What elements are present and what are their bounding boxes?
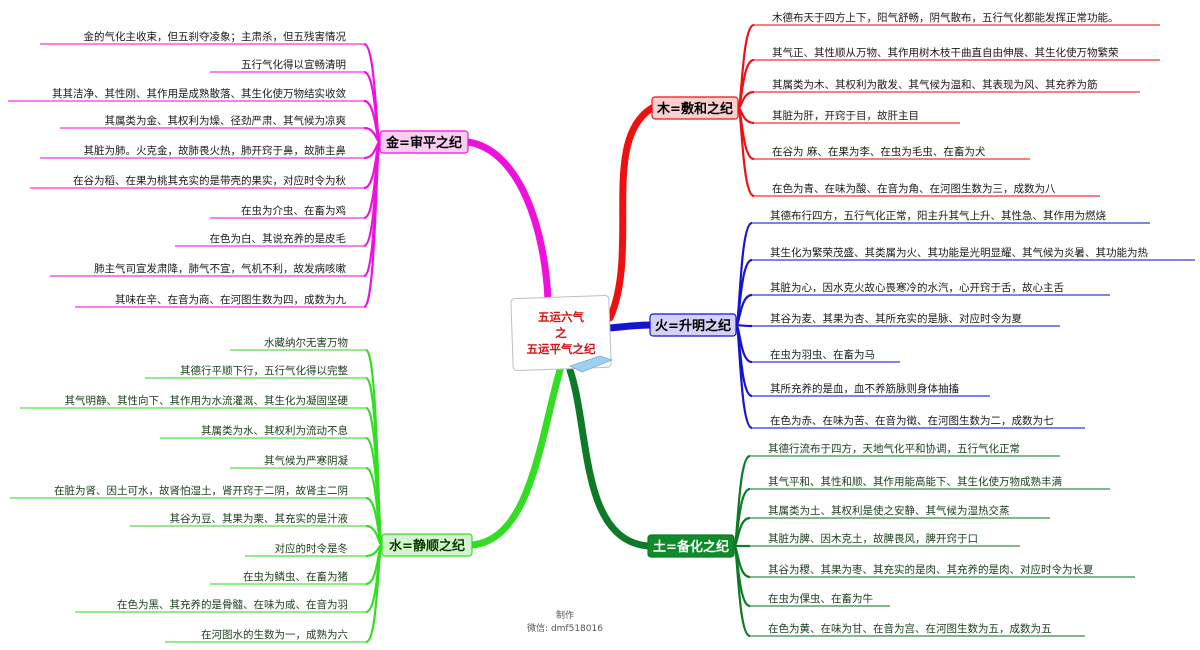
branch-water-item[interactable]: 其谷为豆、其果为栗、其充实的是汁液 xyxy=(170,512,349,525)
central-topic-line-2: 之 xyxy=(555,326,567,340)
branch-earth-label: 土=备化之纪 xyxy=(653,539,729,555)
central-topic-line-1: 五运六气 xyxy=(538,310,584,324)
branch-earth-connector xyxy=(732,544,751,638)
branch-fire-item[interactable]: 在虫为羽虫、在畜为马 xyxy=(770,348,875,361)
branch-fire-item[interactable]: 在色为赤、在味为苦、在音为徵、在河图生数为二，成数为七 xyxy=(770,414,1054,427)
branch-water-item[interactable]: 其气候为严寒阴凝 xyxy=(264,454,348,467)
pen-icon xyxy=(569,355,613,373)
branch-metal-item[interactable]: 其属类为金、其权利为燥、径劲严肃、其气候为凉爽 xyxy=(105,114,347,127)
branch-wood-box xyxy=(651,96,739,120)
central-topic-card xyxy=(510,294,612,372)
branch-water-item[interactable]: 在河图水的生数为一，成熟为六 xyxy=(201,628,348,641)
branch-metal-item[interactable]: 其脏为肺。火克金，故肺畏火热，肺开窍于鼻，故肺主鼻 xyxy=(84,144,347,157)
branch-water-item[interactable]: 其德行平顺下行，五行气化得以完整 xyxy=(180,364,348,377)
branch-metal-item[interactable]: 金的气化主收束，但五刹夺凌象；主肃杀，但五残害情况 xyxy=(84,30,347,43)
branch-water-label: 水=静顺之纪 xyxy=(389,538,465,554)
branch-water-item[interactable]: 水藏纳尔无害万物 xyxy=(264,336,348,349)
branch-metal-item[interactable]: 其味在辛、在音为商、在河图生数为四，成数为九 xyxy=(115,293,346,306)
branch-fire-box xyxy=(649,313,737,337)
branch-metal-item[interactable]: 五行气化得以宣畅清明 xyxy=(241,58,346,71)
branch-metal-item[interactable]: 肺主气司宣发肃降，肺气不宣，气机不利，故发病咳嗽 xyxy=(94,262,346,275)
branch-water-item[interactable]: 在色为黑、其充养的是骨髓、在味为咸、在音为羽 xyxy=(117,598,348,611)
branch-water-item[interactable]: 对应的时令是冬 xyxy=(275,542,349,555)
credit: 制作 微信: dmf518016 xyxy=(500,608,630,634)
branch-earth-item[interactable]: 在色为黄、在味为甘、在音为宫、在河图生数为五，成数为五 xyxy=(768,622,1052,635)
branch-fire-item[interactable]: 其德布行四方，五行气化正常，阳主升其气上升、其性急、其作用为燃烧 xyxy=(770,209,1106,222)
branch-earth-item[interactable]: 其气平和、其性和顺、其作用能高能下、其生化使万物成熟丰满 xyxy=(768,475,1062,488)
branch-earth[interactable]: 土=备化之纪 xyxy=(647,534,735,558)
branch-fire-connector xyxy=(735,323,753,328)
branch-water-connector xyxy=(364,543,384,644)
branch-water-item[interactable]: 在脏为肾、因土可水，故肾怕湿土，肾开窍于二阴，故肾主二阴 xyxy=(54,484,348,497)
branch-wood-connector xyxy=(736,106,755,198)
branch-wood-item[interactable]: 其气正、其性顺从万物、其作用树木枝干曲直自由伸展、其生化使万物繁荣 xyxy=(772,46,1119,59)
branch-fire-connector xyxy=(734,258,753,327)
branch-wood-item[interactable]: 在色为青、在味为酸、在音为角、在河图生数为三，成数为八 xyxy=(772,182,1056,195)
branch-fire-item[interactable]: 其生化为繁荣茂盛、其类属为火、其功能是光明显耀、其气候为炎暑、其功能为热 xyxy=(770,246,1148,259)
branch-fire-item[interactable]: 其所充养的是血，血不养筋脉则身体抽搐 xyxy=(770,382,959,395)
branch-earth-item[interactable]: 其德行流布于四方，天地气化平和协调，五行气化正常 xyxy=(768,442,1020,455)
branch-connectors xyxy=(8,23,1195,644)
branch-fire-connector xyxy=(734,323,754,430)
branch-water-trunk xyxy=(468,366,564,549)
branch-water-box xyxy=(381,533,473,557)
leaf-items: 木德布天于四方上下，阳气舒畅，阴气散布，五行气化都能发挥正常功能。其气正、其性顺… xyxy=(52,11,1148,641)
credit-line-1: 制作 xyxy=(555,611,574,621)
branch-fire-item[interactable]: 其脏为心，因水克火故心畏寒冷的水汽，心开窍于舌，故心主舌 xyxy=(770,281,1064,294)
branch-fire-item[interactable]: 其谷为麦、其果为杏、其所充实的是脉、对应时令为夏 xyxy=(770,312,1022,325)
branch-metal-item[interactable]: 在谷为稻、在果为桃其充实的是带壳的果实，对应时令为秋 xyxy=(73,174,346,187)
branch-earth-item[interactable]: 其谷为稷、其果为枣、其充实的是肉、其充养的是肉、对应时令为长夏 xyxy=(768,563,1094,576)
branch-fire-trunk xyxy=(606,321,654,332)
branch-metal-connector xyxy=(362,140,382,309)
branch-earth-item[interactable]: 其脏为脾、因木克土，故脾畏风，脾开窍于口 xyxy=(768,532,978,545)
branch-metal-label: 金=审平之纪 xyxy=(385,135,462,151)
branch-metal-item[interactable]: 在色为白、其说充养的是皮毛 xyxy=(210,232,347,245)
branch-wood-item[interactable]: 其脏为肝，开窍于目，故肝主目 xyxy=(772,109,919,122)
branch-fire-label: 火=升明之纪 xyxy=(655,318,731,334)
credit-line-2: 微信: dmf518016 xyxy=(527,624,603,634)
branch-wood-item[interactable]: 木德布天于四方上下，阳气舒畅，阴气散布，五行气化都能发挥正常功能。 xyxy=(772,11,1119,24)
branch-wood-item[interactable]: 在谷为 麻、在果为李、在虫为毛虫、在畜为犬 xyxy=(772,145,986,158)
central-topic[interactable]: 五运六气 之 五运平气之纪 xyxy=(510,294,613,373)
branch-water-item[interactable]: 在虫为鳞虫、在畜为猪 xyxy=(243,570,348,583)
branch-earth-trunk xyxy=(566,366,652,550)
branch-wood-item[interactable]: 其属类为木、其权利为散发、其气候为温和、其表现为风、其充养为筋 xyxy=(772,78,1098,91)
branch-water-item[interactable]: 其气明静、其性向下、其作用为水流灌溉、其生化为凝固坚硬 xyxy=(65,394,349,407)
branch-metal-trunk xyxy=(464,138,552,304)
branch-metal-item[interactable]: 其其洁净、其性刚、其作用是成熟散落、其生化使万物结实收敛 xyxy=(52,87,346,100)
branch-earth-box xyxy=(647,534,735,558)
branch-metal[interactable]: 金=审平之纪 xyxy=(379,130,469,154)
branch-earth-item[interactable]: 其属类为土、其权利是使之安静、其气候为湿热交蒸 xyxy=(768,504,1010,517)
branch-earth-item[interactable]: 在虫为倮虫、在畜为牛 xyxy=(768,592,873,605)
branch-wood-label: 木=敷和之纪 xyxy=(656,101,733,117)
branch-wood[interactable]: 木=敷和之纪 xyxy=(651,96,739,120)
branch-fire[interactable]: 火=升明之纪 xyxy=(649,313,737,337)
branch-metal-box xyxy=(379,130,469,154)
central-topic-line-3: 五运平气之纪 xyxy=(527,342,596,356)
branch-wood-trunk xyxy=(606,104,656,322)
branch-metal-item[interactable]: 在虫为介虫、在畜为鸡 xyxy=(241,204,346,217)
branch-water[interactable]: 水=静顺之纪 xyxy=(381,533,473,557)
branch-water-item[interactable]: 其属类为水、其权利为流动不息 xyxy=(201,424,348,437)
